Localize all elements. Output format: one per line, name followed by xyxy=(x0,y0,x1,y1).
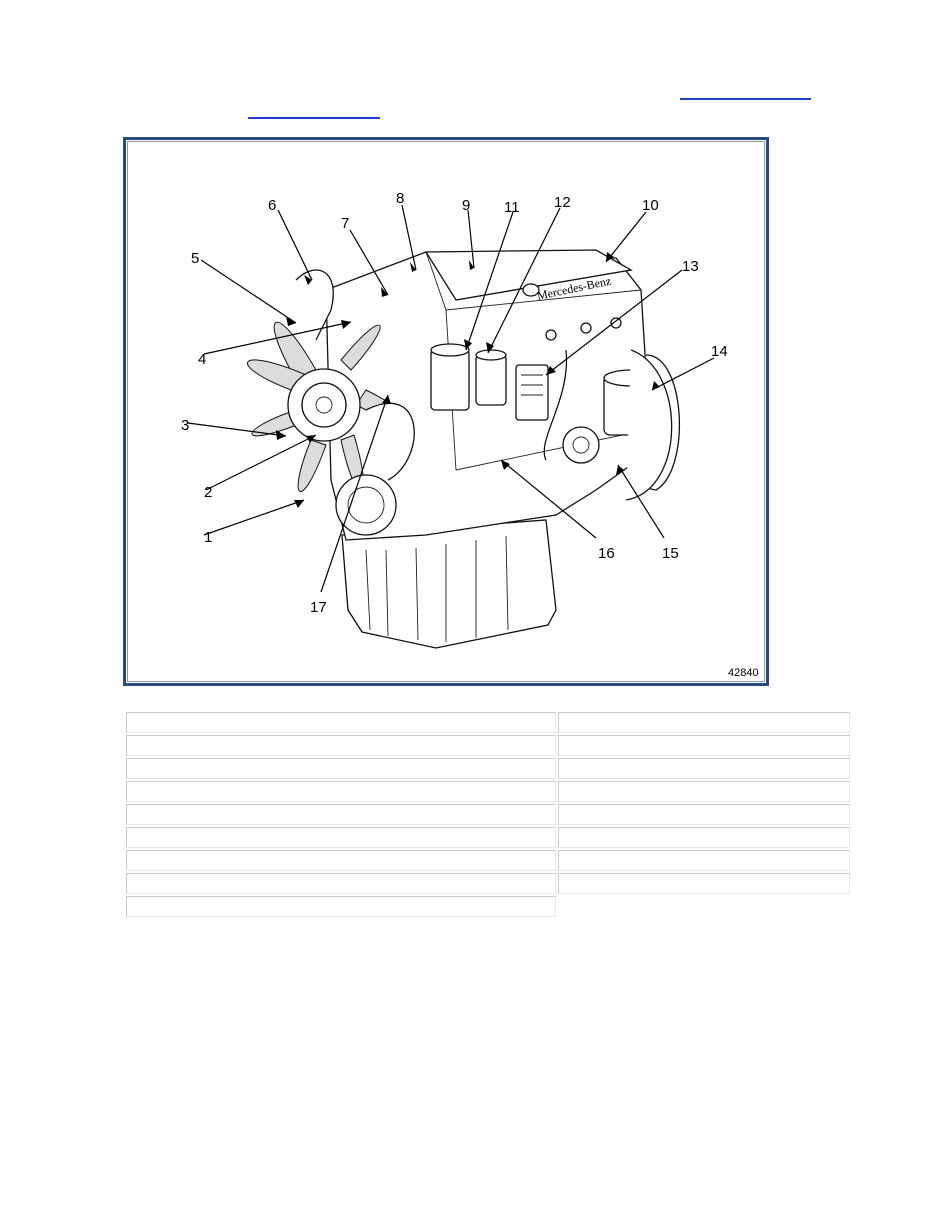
table-cell xyxy=(558,873,850,894)
table-cell xyxy=(126,735,556,756)
table-row xyxy=(126,712,850,733)
callout-14: 14 xyxy=(711,343,728,360)
leader-lines xyxy=(187,204,715,593)
table-cell xyxy=(558,758,850,779)
table-row xyxy=(126,873,850,894)
table-cell xyxy=(126,873,556,894)
callout-4: 4 xyxy=(198,351,206,368)
flywheel-housing xyxy=(625,349,673,501)
table-cell xyxy=(558,781,850,802)
fuel-filters xyxy=(430,343,507,411)
table-cell xyxy=(558,850,850,871)
table-cell-empty xyxy=(558,896,850,917)
table-cell xyxy=(126,804,556,825)
table-cell xyxy=(126,896,556,917)
legend-table xyxy=(124,710,852,919)
callout-12: 12 xyxy=(554,194,571,211)
arrowheads xyxy=(276,252,660,508)
table-row xyxy=(126,735,850,756)
table-row xyxy=(126,781,850,802)
table-cell xyxy=(126,827,556,848)
table-cell xyxy=(126,712,556,733)
callout-3: 3 xyxy=(181,417,189,434)
callout-1: 1 xyxy=(204,529,212,546)
fan-assembly xyxy=(246,322,411,493)
callout-13: 13 xyxy=(682,258,699,275)
callout-11: 11 xyxy=(504,199,520,216)
table-cell xyxy=(126,781,556,802)
engine-illustration: Mercedes-Benz xyxy=(181,190,759,679)
table-cell xyxy=(558,804,850,825)
callout-8: 8 xyxy=(396,190,404,207)
hyperlink-underline-left[interactable] xyxy=(248,117,380,119)
table-cell xyxy=(558,735,850,756)
table-row xyxy=(126,758,850,779)
table-cell xyxy=(126,850,556,871)
table-row xyxy=(126,896,850,917)
oil-pan xyxy=(341,519,557,649)
table-row xyxy=(126,850,850,871)
callout-labels: 1 2 3 4 5 6 7 8 9 10 11 12 13 14 15 16 1… xyxy=(181,190,728,616)
table-cell xyxy=(558,827,850,848)
callout-10: 10 xyxy=(642,197,659,214)
callout-9: 9 xyxy=(462,197,470,214)
callout-5: 5 xyxy=(191,250,199,267)
callout-6: 6 xyxy=(268,197,276,214)
hyperlink-underline-right[interactable] xyxy=(680,98,811,100)
callout-17: 17 xyxy=(310,599,327,616)
engine-figure: Mercedes-Benz xyxy=(123,137,769,686)
callout-15: 15 xyxy=(662,545,679,562)
table-row xyxy=(126,804,850,825)
table-cell xyxy=(126,758,556,779)
ecu-module xyxy=(515,349,568,461)
callout-7: 7 xyxy=(341,215,349,232)
callout-16: 16 xyxy=(598,545,615,562)
table-row xyxy=(126,827,850,848)
callout-2: 2 xyxy=(204,484,212,501)
figure-number: 42840 xyxy=(728,667,759,679)
table-cell xyxy=(558,712,850,733)
